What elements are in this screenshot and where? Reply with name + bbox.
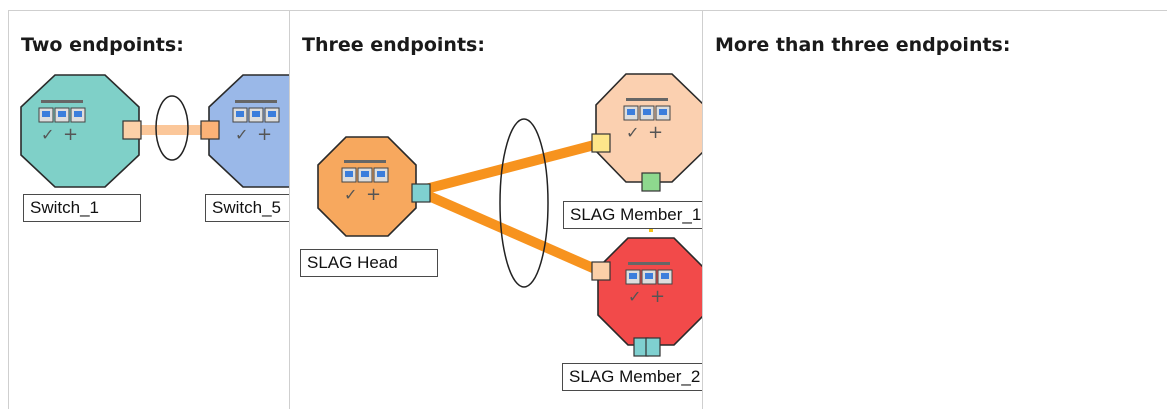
switch1-port[interactable] <box>122 120 142 140</box>
switch2-port[interactable] <box>200 120 220 140</box>
table-top-border <box>8 10 1167 11</box>
switch2-node[interactable]: ✓ + <box>208 74 289 188</box>
slag-member2-octagon <box>597 237 702 346</box>
switch1-node[interactable]: ✓ + <box>20 74 140 188</box>
slag-member1-label: SLAG Member_1 <box>563 201 702 229</box>
heading-three-endpoints: Three endpoints: <box>302 34 485 56</box>
svg-text:+: + <box>650 286 665 307</box>
switch1-octagon <box>20 74 140 188</box>
svg-text:+: + <box>63 124 78 145</box>
slag-member2-bottom-port-b[interactable] <box>645 337 661 357</box>
slag-head-node[interactable]: ✓ + <box>317 136 417 237</box>
slag-head-port[interactable] <box>411 183 431 203</box>
svg-text:✓: ✓ <box>626 123 639 142</box>
svg-text:+: + <box>648 122 663 143</box>
switch-icon: ✓ + <box>341 160 389 205</box>
column-more-endpoints: More than three endpoints: <box>702 10 1167 409</box>
link-head-member1 <box>420 138 604 195</box>
slag-member2-label: SLAG Member_2 <box>562 363 702 391</box>
slag-member2-port[interactable] <box>591 261 611 281</box>
column-two-endpoints: Two endpoints: ✓ + <box>8 10 289 409</box>
heading-two-endpoints: Two endpoints: <box>21 34 184 56</box>
heading-more-endpoints: More than three endpoints: <box>715 34 1011 56</box>
svg-text:✓: ✓ <box>628 287 641 306</box>
link-head-member2 <box>419 188 605 277</box>
slag-member1-bottom-port[interactable] <box>641 172 661 192</box>
svg-text:+: + <box>366 184 381 205</box>
switch2-label: Switch_5 <box>205 194 289 222</box>
svg-text:+: + <box>257 124 272 145</box>
slag-member2-node[interactable]: ✓ + <box>597 237 702 346</box>
three-endpoints-diagram: ✓ + ✓ + <box>317 73 702 357</box>
slag-head-label: SLAG Head <box>300 249 438 277</box>
column-three-endpoints: Three endpoints: ✓ + <box>289 10 702 409</box>
switch-icon: ✓ + <box>625 262 673 307</box>
slag-member1-node[interactable]: ✓ + <box>595 73 702 183</box>
switch1-label: Switch_1 <box>23 194 141 222</box>
aggregation-ellipse <box>499 118 549 288</box>
slag-head-octagon <box>317 136 417 237</box>
switch-icon: ✓ + <box>232 100 280 145</box>
aggregation-ellipse <box>155 95 189 161</box>
svg-text:✓: ✓ <box>41 125 54 144</box>
slag-member1-octagon <box>595 73 702 183</box>
svg-text:✓: ✓ <box>344 185 357 204</box>
switch-icon: ✓ + <box>623 98 671 143</box>
svg-text:✓: ✓ <box>235 125 248 144</box>
slag-member1-port[interactable] <box>591 133 611 153</box>
two-endpoints-diagram: ✓ + ✓ + <box>20 74 289 188</box>
switch-icon: ✓ + <box>38 100 86 145</box>
switch2-octagon <box>208 74 289 188</box>
